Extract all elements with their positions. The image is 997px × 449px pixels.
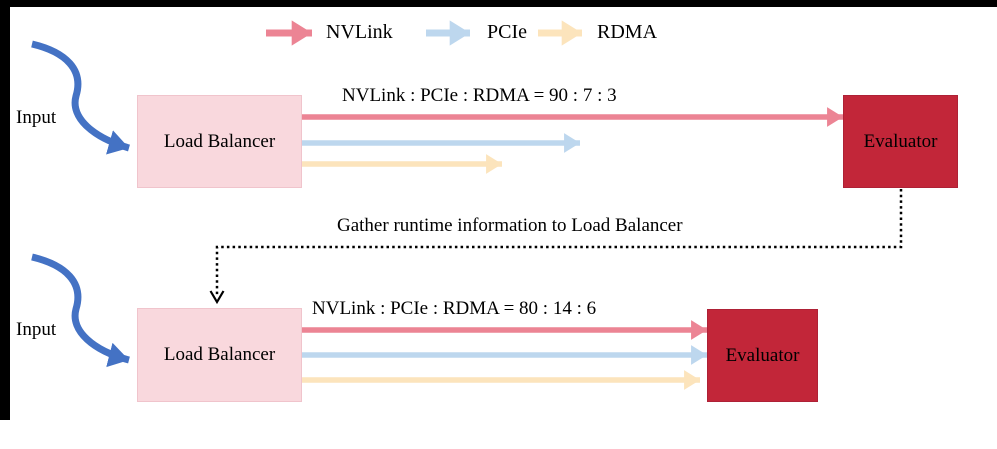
frame-top-bar (0, 0, 997, 7)
feedback-arrowhead (209, 290, 225, 305)
input-label-bottom: Input (16, 319, 57, 340)
input-curve-arrow-top (31, 40, 130, 155)
legend-nvlink-label: NVLink (326, 21, 393, 43)
legend-rdma-label: RDMA (597, 21, 658, 43)
input-curve-arrow-bottom (31, 253, 130, 368)
evaluator-label-bottom: Evaluator (725, 344, 800, 366)
input-label-top: Input (16, 107, 57, 128)
evaluator-node-bottom: Evaluator (707, 309, 818, 402)
load-balancer-label-bottom: Load Balancer (163, 344, 276, 365)
feedback-label: Gather runtime information to Load Balan… (337, 215, 683, 236)
ratio-label-top: NVLink : PCIe : RDMA = 90 : 7 : 3 (342, 85, 617, 106)
evaluator-node-top: Evaluator (843, 95, 958, 188)
feedback-dotted-path (215, 189, 903, 296)
load-balancer-label-top: Load Balancer (163, 130, 276, 152)
evaluator-label-top: Evaluator (863, 130, 938, 152)
legend-pcie-label: PCIe (487, 21, 527, 43)
load-balancer-node-top: Load Balancer (137, 95, 302, 188)
load-balancer-node-bottom: Load Balancer (137, 308, 302, 402)
frame-left-bar (0, 0, 10, 420)
ratio-label-bottom: NVLink : PCIe : RDMA = 80 : 14 : 6 (312, 298, 597, 319)
